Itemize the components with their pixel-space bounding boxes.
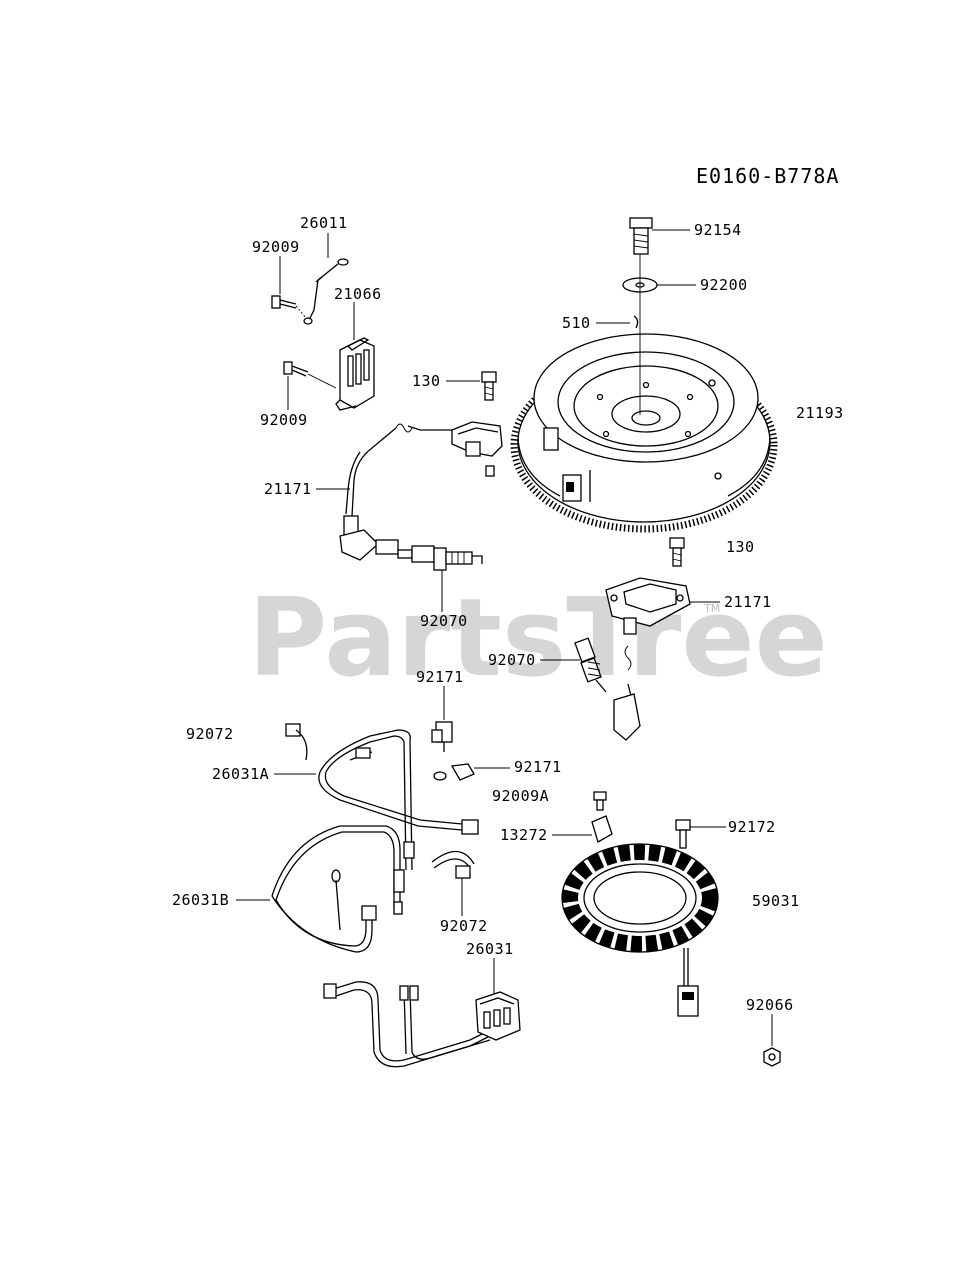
screw-92009-bottom[interactable] bbox=[283, 361, 309, 377]
label-21066: 21066 bbox=[334, 285, 382, 303]
label-92172: 92172 bbox=[728, 818, 776, 836]
harness-26031[interactable] bbox=[323, 981, 521, 1068]
nut-92066[interactable] bbox=[763, 1047, 781, 1067]
harness-26031B[interactable] bbox=[271, 825, 405, 953]
label-21171-left: 21171 bbox=[264, 480, 312, 498]
ring-terminal-92171-bottom[interactable] bbox=[433, 763, 475, 781]
connector-92171-top[interactable] bbox=[431, 721, 453, 752]
screw-92009A[interactable] bbox=[593, 791, 607, 811]
harness-26031A[interactable] bbox=[318, 729, 479, 871]
spark-plug-92070-left[interactable] bbox=[397, 545, 483, 571]
watermark-text: PartsTree bbox=[248, 576, 828, 701]
label-26031: 26031 bbox=[466, 940, 514, 958]
label-92066: 92066 bbox=[746, 996, 794, 1014]
label-92070-left: 92070 bbox=[420, 612, 468, 630]
label-26031A: 26031A bbox=[212, 765, 269, 783]
label-26031B: 26031B bbox=[172, 891, 229, 909]
regulator-21066[interactable] bbox=[335, 337, 375, 411]
label-92070-right: 92070 bbox=[488, 651, 536, 669]
label-26011: 26011 bbox=[300, 214, 348, 232]
diagram-code: E0160-B778A bbox=[696, 164, 839, 188]
label-92200: 92200 bbox=[700, 276, 748, 294]
key-510[interactable] bbox=[633, 315, 639, 329]
bolt-130-top[interactable] bbox=[481, 371, 497, 401]
lead-26011[interactable] bbox=[303, 258, 349, 325]
label-92009A: 92009A bbox=[492, 787, 549, 805]
label-92072-top: 92072 bbox=[186, 725, 234, 743]
watermark-tm: TM bbox=[703, 602, 720, 615]
label-21171-right: 21171 bbox=[724, 593, 772, 611]
label-130-top: 130 bbox=[412, 372, 441, 390]
spark-plug-92070-right[interactable] bbox=[574, 637, 607, 693]
terminal-92072-bottom[interactable] bbox=[431, 850, 475, 879]
ignition-coil-21171-left[interactable] bbox=[339, 421, 503, 561]
label-92171-top: 92171 bbox=[416, 668, 464, 686]
bolt-130-right[interactable] bbox=[669, 537, 685, 567]
label-92072-bottom: 92072 bbox=[440, 917, 488, 935]
stator-59031[interactable] bbox=[561, 843, 719, 1017]
ignition-coil-21171-right[interactable] bbox=[605, 577, 691, 741]
label-59031: 59031 bbox=[752, 892, 800, 910]
label-92154: 92154 bbox=[694, 221, 742, 239]
label-510: 510 bbox=[562, 314, 591, 332]
bracket-13272[interactable] bbox=[591, 815, 613, 843]
label-92009-top: 92009 bbox=[252, 238, 300, 256]
label-21193: 21193 bbox=[796, 404, 844, 422]
flywheel[interactable] bbox=[510, 333, 778, 533]
terminal-92072-top[interactable] bbox=[285, 723, 308, 761]
screw-92172[interactable] bbox=[675, 819, 691, 849]
label-92009-bottom: 92009 bbox=[260, 411, 308, 429]
bolt-92154[interactable] bbox=[629, 217, 653, 255]
screw-92009-top[interactable] bbox=[271, 295, 297, 309]
label-130-right: 130 bbox=[726, 538, 755, 556]
label-13272: 13272 bbox=[500, 826, 548, 844]
label-92171-bottom: 92171 bbox=[514, 758, 562, 776]
